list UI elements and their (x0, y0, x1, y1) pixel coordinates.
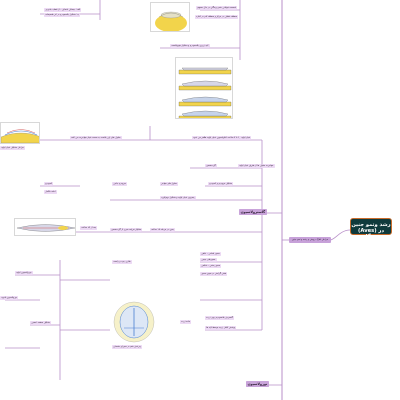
mindmap-node[interactable]: نقش گرانش در تعیین محور (200, 272, 228, 276)
gravity-axis-image (112, 300, 156, 344)
mindmap-node[interactable]: گره هنسن (205, 164, 217, 168)
egg-diagram-image (150, 2, 190, 32)
branch-neurulation[interactable]: نورولاسیون (246, 381, 269, 387)
mindmap-node[interactable]: شیار اولیه (240, 136, 252, 140)
embryo-longitudinal-icon (16, 224, 75, 232)
mindmap-node[interactable]: بعد از ۶ تا ۷ ساعت انکوباسیون شیار اولیه… (192, 136, 247, 140)
embryo-stages-image (175, 57, 233, 119)
mindmap-node[interactable]: مزودرم جانبی (112, 182, 128, 186)
mindmap-node[interactable]: مراحل تشکیل شیار اولیه (0, 146, 25, 150)
mindmap-node[interactable]: پسروی شیار اولیه و تشکیل نوتوکورد (160, 196, 196, 200)
mindmap-node[interactable]: ب: تشکیل بلاستودرم در اثر تقسیمات (44, 13, 81, 17)
mindmap-node[interactable]: آندودرم (44, 182, 54, 186)
mindmap-node[interactable]: ادامه تکامل (44, 190, 57, 194)
mindmap-node[interactable]: منطقه شفاف در مرکز و منطقه کدر در کناره (195, 15, 239, 19)
mindmap-node[interactable]: پوشش کامل زرده توسط لایه ها (205, 326, 237, 330)
branch-gastrulation[interactable]: گاسترولاسیون (239, 209, 267, 215)
central-subtitle[interactable]: مراحل لقاح، رویش و رشد و نمو جنین (289, 237, 331, 243)
embryo-longitudinal-image (14, 218, 76, 236)
egg-diagram-icon (155, 11, 187, 31)
embryo-stages-icon (178, 67, 232, 118)
cross-section-image (0, 122, 40, 144)
mindmap-node[interactable]: سلول های اپی بلاست به سمت شیار مهاجرت می… (70, 136, 122, 140)
mindmap-node[interactable]: نورولاسیون اولیه (15, 271, 33, 275)
mindmap-node[interactable]: الف: دیسکی ناصاف - از قطب جانوری (44, 8, 82, 12)
mindmap-node[interactable]: مهاجرت سلول ها از طریق شیار اولیه (238, 164, 275, 168)
central-topic[interactable]: رشد وتمو جنین در (Aves) پرندگان (350, 218, 392, 240)
mindmap-node[interactable]: گسترش بلاستودرم روی زرده (205, 316, 234, 320)
mindmap-node[interactable]: تشکیل فرایند سری از گره هنسن (110, 228, 143, 232)
mindmap-node[interactable]: تقارن چپ و راست (112, 260, 132, 264)
mindmap-node[interactable]: ماده زرده (180, 320, 192, 324)
mindmap-node[interactable]: تشکیل مزودرم و آندودرم (208, 182, 234, 186)
mindmap-node[interactable]: محور پشتی - شکمی (200, 264, 222, 268)
mindmap-node[interactable]: محور قدامی - خلفی (200, 252, 221, 256)
mindmap-node[interactable]: سلول های مهاجر (160, 182, 178, 186)
egg-rotation-icon (113, 301, 155, 343)
mindmap-node[interactable]: لایه زیرین بلاستودرم و تشکیل هیپوبلاست (170, 44, 210, 48)
mindmap-node[interactable]: بعد از ۲۴ ساعت (80, 226, 98, 230)
mindmap-node[interactable]: نورولاسیون ثانویه (0, 296, 19, 300)
mindmap-node[interactable]: تشکیل صفحه عصبی (30, 321, 52, 325)
mindmap-node[interactable]: قسمت فوقانی تخم پرندگان در حال تسهیم (196, 6, 237, 10)
mindmap-node[interactable]: چرخش تخم در مجرای تخمدان (112, 345, 143, 349)
mindmap-node[interactable]: محورهای جنینی (200, 258, 217, 262)
mindmap-node[interactable]: جنین در مرحله ۱۸ ساعته (150, 228, 176, 232)
cross-section-icon (1, 129, 39, 143)
